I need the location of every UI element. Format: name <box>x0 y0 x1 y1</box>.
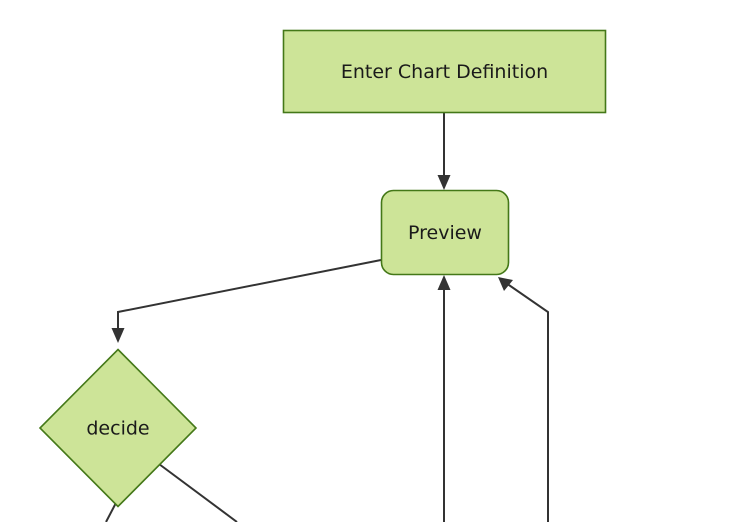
node-enter-chart-definition[interactable]: Enter Chart Definition <box>282 29 607 114</box>
node-label-decide: decide <box>86 418 149 440</box>
edge-decide-down-right[interactable] <box>158 463 238 522</box>
node-shape-rounded-rectangle <box>380 189 510 276</box>
node-label-enter-chart-definition: Enter Chart Definition <box>341 61 548 83</box>
arrow-head-icon <box>437 275 451 290</box>
edge-return-center-to-preview[interactable] <box>437 275 451 522</box>
node-decide[interactable]: decide <box>38 348 198 508</box>
edge-line <box>158 463 238 522</box>
node-layer: Enter Chart Definition Preview decide <box>38 29 607 508</box>
node-label-preview: Preview <box>408 222 482 244</box>
edge-preview-to-decide[interactable] <box>111 259 382 343</box>
arrow-head-icon <box>498 277 513 291</box>
node-shape-diamond <box>38 348 198 508</box>
node-preview[interactable]: Preview <box>380 189 510 276</box>
node-shape-rectangle <box>282 29 607 114</box>
arrow-head-icon <box>111 328 125 343</box>
edge-line <box>505 282 549 522</box>
edge-line <box>117 259 382 335</box>
edge-layer <box>105 113 549 522</box>
edge-return-right-to-preview[interactable] <box>498 277 549 522</box>
edge-enter-to-preview[interactable] <box>437 113 451 190</box>
arrow-head-icon <box>437 175 451 190</box>
